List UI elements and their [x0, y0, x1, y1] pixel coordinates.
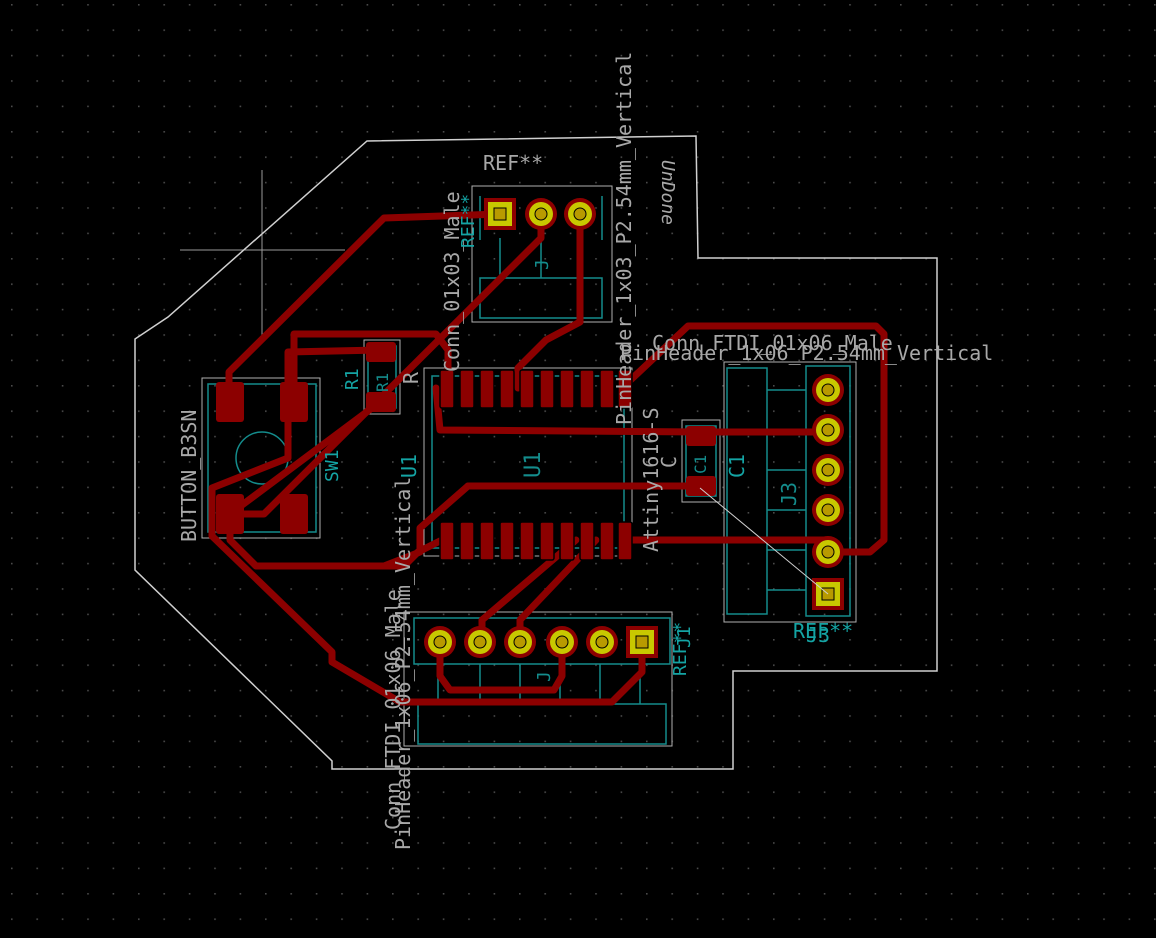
cursor-crosshair	[180, 170, 345, 335]
label-conn-ftdi-bottom: Conn_FTDI_01x06_Male	[381, 589, 405, 830]
label-ref-bottom: REF**	[670, 622, 691, 676]
label-j-top-fab: J	[532, 259, 553, 270]
label-ref-top-pin: REF**	[458, 194, 479, 248]
label-ref-right: REF**	[793, 619, 853, 643]
label-button: BUTTON_B3SN	[177, 410, 201, 542]
courtyard-j3	[723, 361, 857, 623]
text-labels: REF** UnDone PinHeader_1x03_P2.54mm_Vert…	[177, 52, 993, 850]
label-c1-fab: C1	[691, 455, 710, 474]
label-attiny: Attiny1616-S	[639, 408, 663, 553]
courtyards	[201, 185, 857, 747]
label-conn-ftdi-right: Conn_FTDI_01x06_Male	[652, 331, 893, 355]
sw1-pad-2	[280, 382, 308, 422]
c1-pad-2	[686, 476, 716, 496]
label-r1-fab: R1	[373, 373, 392, 392]
through-hole-pads	[424, 198, 844, 658]
label-sw1: SW1	[322, 449, 343, 482]
sw1-pad-4	[280, 494, 308, 534]
r1-pad-1	[366, 342, 396, 362]
label-c1: C1	[725, 454, 749, 478]
label-j1-fab: J	[534, 671, 555, 682]
smd-pads	[216, 342, 716, 534]
sw1-pad-3	[216, 494, 244, 534]
j1-pads	[424, 626, 658, 658]
label-j3: J3	[777, 482, 801, 506]
label-ref-j3: J3	[806, 623, 830, 647]
label-pinheader-1x06-right: PinHeader_1x06_P2.54mm_Vertical	[620, 341, 993, 365]
label-c-value: C	[657, 456, 681, 468]
c1-pad-1	[686, 426, 716, 446]
r1-pad-2	[366, 392, 396, 412]
label-brand: UnDone	[657, 160, 678, 225]
label-u1-fab: U1	[521, 452, 546, 479]
ratsnest-line	[699, 487, 829, 595]
sw1-pad-1	[216, 382, 244, 422]
label-pinheader-1x06-bottom: PinHeader_1x06_P2.54mm_Vertical	[391, 477, 415, 850]
label-ref-j1: J1	[674, 626, 695, 648]
courtyard-c1	[681, 419, 721, 503]
courtyard-j1	[403, 611, 673, 747]
courtyard-j-top	[471, 185, 613, 323]
board-outline	[134, 135, 938, 770]
label-ref-top: REF**	[483, 151, 543, 175]
j3-pads	[812, 374, 844, 610]
label-r1: R1	[342, 368, 363, 390]
label-conn-01x03: Conn_01x03_Male	[440, 191, 464, 372]
j-top-pads	[484, 198, 596, 230]
label-u1-silk: U1	[397, 454, 421, 478]
u1-pads	[439, 369, 633, 561]
label-r-value: R	[399, 371, 423, 384]
label-pinheader-1x03: PinHeader_1x03_P2.54mm_Vertical	[612, 52, 636, 425]
